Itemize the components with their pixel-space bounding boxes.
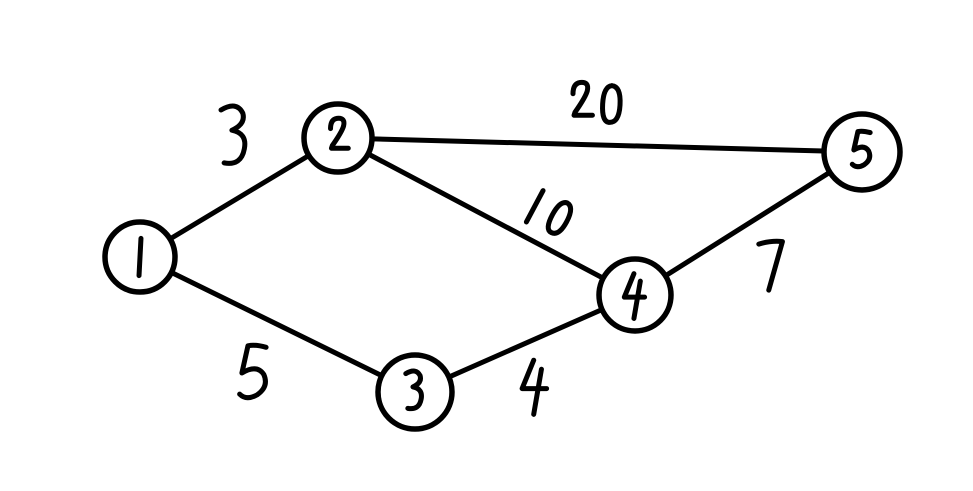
digit-3-glyph xyxy=(221,106,245,163)
digit-2-glyph xyxy=(573,82,592,115)
digit-0-glyph xyxy=(603,86,621,123)
digit-1-glyph xyxy=(139,238,141,275)
digit-5-glyph xyxy=(240,345,266,397)
node-4 xyxy=(596,256,674,334)
node-3-circle xyxy=(375,352,455,432)
node-5-circle xyxy=(821,111,903,193)
edge-weight-labels-layer xyxy=(221,82,782,414)
node-5-label xyxy=(852,131,870,166)
nodes-layer xyxy=(102,101,903,432)
edge-2-4 xyxy=(335,135,638,298)
node-4-label xyxy=(624,274,644,319)
node-3-label xyxy=(406,371,422,409)
node-2-label xyxy=(331,118,349,148)
digit-7-glyph xyxy=(759,241,783,290)
edge-1-2 xyxy=(137,135,341,260)
digit-1-glyph xyxy=(526,190,543,223)
node-1 xyxy=(102,219,178,295)
edge-4-5 xyxy=(632,149,865,298)
digit-5-glyph xyxy=(852,131,870,166)
edge-1-3 xyxy=(137,254,418,395)
edge-weight-3-4 xyxy=(522,360,546,414)
digit-4-glyph xyxy=(624,274,644,319)
edge-2-5 xyxy=(335,135,865,155)
node-3 xyxy=(375,352,455,432)
node-1-label xyxy=(139,238,141,275)
edge-weight-1-2 xyxy=(221,106,245,163)
edge-weight-2-5 xyxy=(573,82,620,122)
edge-weight-4-5 xyxy=(759,241,783,290)
edges-layer xyxy=(137,135,865,395)
digit-4-glyph xyxy=(522,360,546,414)
digit-3-glyph xyxy=(406,371,422,409)
edge-3-4 xyxy=(412,292,638,395)
node-2 xyxy=(301,101,375,175)
node-5 xyxy=(821,111,903,193)
edge-weight-2-4 xyxy=(526,190,574,238)
digit-2-glyph xyxy=(331,118,349,148)
edge-weight-1-3 xyxy=(240,345,266,397)
digit-0-glyph xyxy=(545,199,574,236)
